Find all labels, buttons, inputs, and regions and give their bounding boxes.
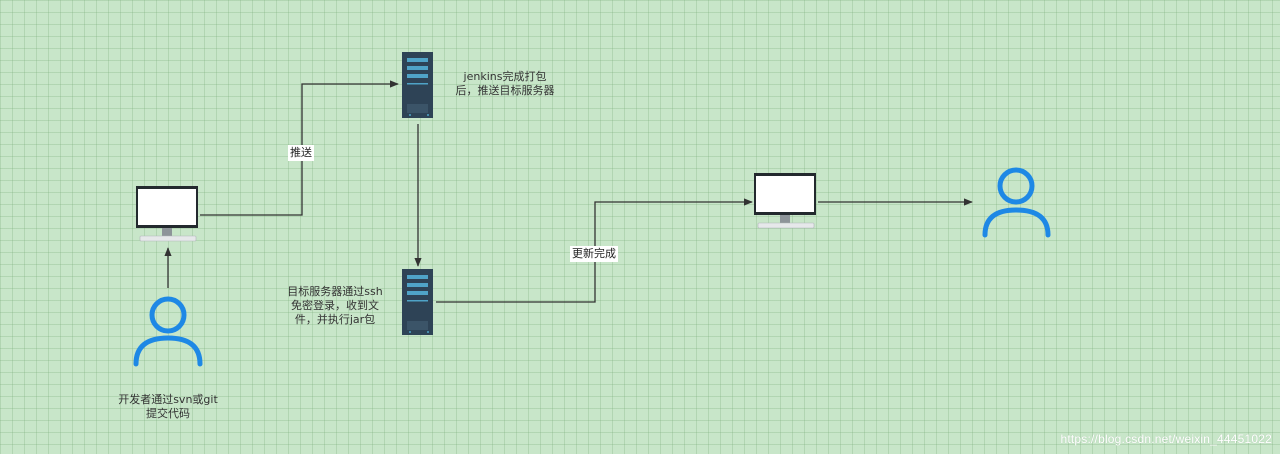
dev-computer-monitor-icon[interactable] xyxy=(136,186,198,242)
user-computer-monitor-icon[interactable] xyxy=(754,173,816,229)
developer-user-icon[interactable] xyxy=(133,296,203,367)
push-edge-label: 推送 xyxy=(288,145,314,161)
developer-description: 开发者通过svn或git 提交代码 xyxy=(103,393,233,421)
target-server-description-line-3: 件，并执行jar包 xyxy=(294,313,376,326)
jenkins-server-icon[interactable] xyxy=(402,52,433,118)
update-done-edge-label: 更新完成 xyxy=(570,246,618,262)
target-server-description: 目标服务器通过ssh 免密登录，收到文 件，并执行jar包 xyxy=(275,285,395,327)
developer-description-line-2: 提交代码 xyxy=(146,407,190,420)
target-server-icon[interactable] xyxy=(402,269,433,335)
watermark-url: https://blog.csdn.net/weixin_44451022 xyxy=(1060,432,1272,446)
target-server-description-line-2: 免密登录，收到文 xyxy=(291,299,379,312)
jenkins-description: jenkins完成打包 后，推送目标服务器 xyxy=(440,70,570,98)
target-server-description-line-1: 目标服务器通过ssh xyxy=(287,285,383,298)
developer-description-line-1: 开发者通过svn或git xyxy=(118,393,218,406)
jenkins-description-line-2: 后，推送目标服务器 xyxy=(455,84,555,97)
jenkins-description-line-1: jenkins完成打包 xyxy=(463,70,547,83)
client-user-icon[interactable] xyxy=(982,167,1051,238)
